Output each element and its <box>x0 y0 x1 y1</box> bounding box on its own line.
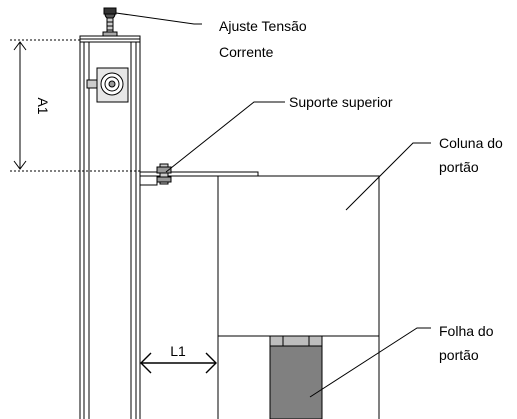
dimension-l1-label: L1 <box>170 343 186 359</box>
upper-support-bracket <box>139 163 259 186</box>
gate-column-label-line1: Coluna do <box>439 135 503 151</box>
rail-post <box>79 42 141 419</box>
dimension-a1 <box>10 39 140 172</box>
dimension-a1-label: A1 <box>35 97 51 114</box>
tension-bolt-icon <box>102 7 118 37</box>
tension-adjust-label-line2: Corrente <box>219 44 274 60</box>
gate-column-label-line2: portão <box>439 159 479 175</box>
gate-leaf-label-line2: portão <box>439 347 479 363</box>
gate-leaf-label-line1: Folha do <box>439 323 494 339</box>
pulley-icon <box>86 67 129 103</box>
rail-top-cap <box>79 35 141 43</box>
dimension-l1 <box>140 352 217 374</box>
tension-adjust-label-line1: Ajuste Tensão <box>219 18 307 34</box>
gate-column <box>217 175 380 337</box>
gate-frame <box>217 336 380 419</box>
upper-support-label: Suporte superior <box>289 94 393 110</box>
gate-leaf <box>269 335 323 419</box>
leader-lines <box>115 12 431 398</box>
